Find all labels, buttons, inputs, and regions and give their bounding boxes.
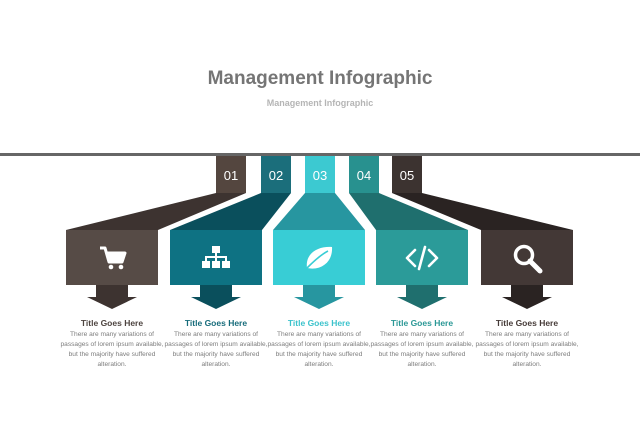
step-tab bbox=[349, 156, 379, 193]
page-subtitle: Management Infographic bbox=[266, 98, 374, 108]
step-tab bbox=[392, 156, 422, 193]
step-card bbox=[481, 230, 573, 285]
step-number: 04 bbox=[356, 168, 372, 183]
step-description: There are many variations of passages of… bbox=[370, 331, 474, 368]
code-icon bbox=[405, 245, 439, 271]
shopping-cart-icon bbox=[100, 246, 127, 270]
step-4 bbox=[349, 156, 468, 309]
divider-line bbox=[0, 153, 640, 156]
step-description: There are many variations of passages of… bbox=[164, 331, 268, 368]
step-connector bbox=[170, 193, 291, 230]
leaf-icon bbox=[306, 246, 333, 269]
step-5 bbox=[392, 156, 573, 309]
step-title: Title Goes Here bbox=[287, 318, 351, 328]
step-title: Title Goes Here bbox=[495, 318, 559, 328]
step-arrow bbox=[502, 285, 552, 309]
step-tab bbox=[261, 156, 291, 193]
step-number: 01 bbox=[223, 168, 239, 183]
step-title: Title Goes Here bbox=[390, 318, 454, 328]
step-arrow bbox=[87, 285, 137, 309]
step-arrow bbox=[294, 285, 344, 309]
step-tab bbox=[305, 156, 335, 193]
step-title: Title Goes Here bbox=[184, 318, 248, 328]
step-description: There are many variations of passages of… bbox=[60, 331, 164, 368]
search-icon bbox=[513, 244, 543, 274]
step-connector bbox=[66, 193, 246, 230]
step-2 bbox=[170, 156, 291, 309]
step-connector bbox=[392, 193, 573, 230]
sitemap-icon bbox=[202, 246, 230, 268]
step-1 bbox=[66, 156, 246, 309]
step-description: There are many variations of passages of… bbox=[475, 331, 579, 368]
step-3 bbox=[273, 156, 365, 309]
page-title: Management Infographic bbox=[207, 68, 433, 89]
step-number: 03 bbox=[312, 168, 328, 183]
step-number: 02 bbox=[268, 168, 284, 183]
step-connector bbox=[273, 193, 365, 230]
step-arrow bbox=[397, 285, 447, 309]
step-number: 05 bbox=[399, 168, 415, 183]
step-connector bbox=[349, 193, 468, 230]
step-title: Title Goes Here bbox=[80, 318, 144, 328]
step-tab bbox=[216, 156, 246, 193]
step-description: There are many variations of passages of… bbox=[267, 331, 371, 368]
step-arrow bbox=[191, 285, 241, 309]
